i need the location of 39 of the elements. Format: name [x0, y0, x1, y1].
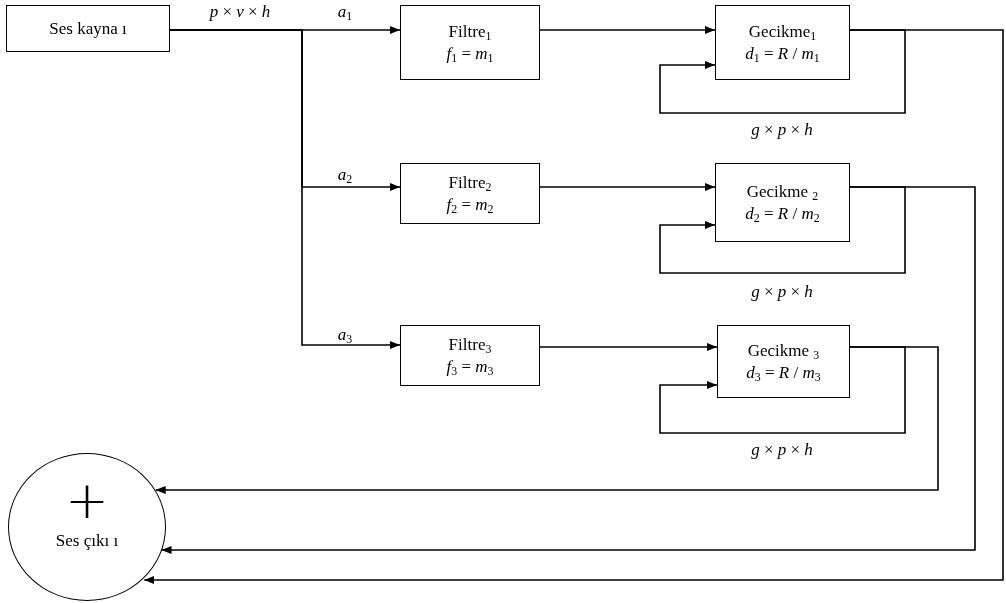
process-box	[400, 5, 540, 80]
process-box	[715, 163, 850, 242]
process-box	[717, 325, 850, 398]
edge-label: a$_{3}$	[337, 325, 353, 345]
arrow	[143, 29, 1004, 584]
formula: Ses çıkı ı	[55, 530, 119, 552]
arrow	[169, 29, 401, 349]
process-box	[400, 163, 540, 224]
formula: f$_{1}$ = m$_{1}$	[446, 42, 494, 65]
plus-sign: +	[65, 478, 109, 522]
block-name: Filtre$_{1}$	[448, 20, 492, 43]
edge-label: g × p × h	[751, 120, 813, 140]
formula: d$_{1}$ = R / m$_{1}$	[745, 42, 820, 65]
edge-label: a$_{2}$	[337, 165, 353, 185]
edge-label: a$_{1}$	[337, 2, 353, 22]
block-name: Gecikme $_{2}$	[746, 180, 819, 203]
signal-label: p × v × h	[209, 2, 271, 22]
arrow	[154, 346, 939, 494]
edge-label: g × p × h	[751, 440, 813, 460]
feedback-arrow	[659, 186, 906, 274]
edge-label: g × p × h	[751, 282, 813, 302]
block-name: Ses kayna ı	[49, 17, 127, 40]
formula: d$_{3}$ = R / m$_{3}$	[746, 361, 821, 384]
source-box	[6, 5, 170, 52]
arrow	[539, 183, 716, 191]
feedback-arrow	[659, 346, 906, 434]
formula: f$_{2}$ = m$_{2}$	[446, 193, 494, 216]
arrow	[160, 186, 976, 554]
arrow	[539, 26, 716, 34]
block-name: Gecikme$_{1}$	[748, 20, 817, 43]
feedback-arrow	[659, 29, 906, 114]
process-box	[400, 325, 540, 386]
formula: d$_{2}$ = R / m$_{2}$	[745, 202, 820, 225]
block-name: Filtre$_{3}$	[448, 333, 492, 356]
process-box	[715, 5, 850, 80]
block-name: Gecikme $_{3}$	[747, 339, 820, 362]
block-name: Filtre$_{2}$	[448, 171, 492, 194]
formula: f$_{3}$ = m$_{3}$	[446, 355, 494, 378]
arrow	[539, 343, 718, 351]
